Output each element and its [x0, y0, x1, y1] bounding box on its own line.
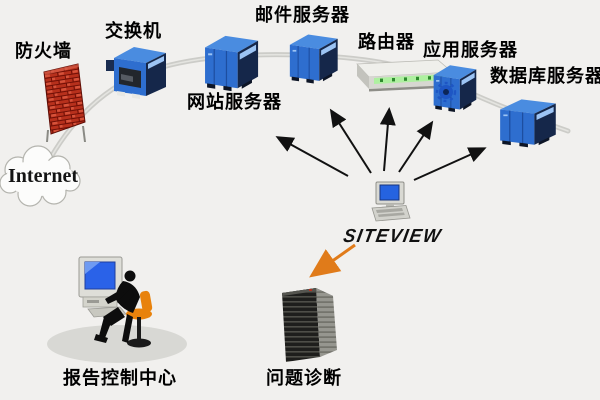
siteview-logo: SITEVIEW: [341, 225, 444, 247]
brick-wall-icon: [43, 63, 86, 142]
web-server-icon: [204, 35, 259, 92]
diagnosis-label: 问题诊断: [266, 368, 342, 388]
arrow-to-router: [379, 107, 396, 172]
firewall-label: 防火墙: [15, 41, 72, 61]
mail-server-label: 邮件服务器: [255, 5, 350, 25]
switch-device-icon: [106, 47, 166, 99]
db-server-icon: [499, 98, 557, 148]
arrow-to-web-server: [275, 136, 349, 177]
arrow-to-diagnosis: [309, 243, 356, 278]
app-server-label: 应用服务器: [423, 40, 518, 60]
operator-at-workstation-icon: [47, 256, 187, 363]
person-silhouette: [94, 270, 140, 343]
internet-label: Internet: [8, 165, 78, 187]
floor-shadow: [47, 325, 187, 363]
desktop-computer-icon: [371, 181, 411, 222]
gear-icon: [435, 81, 457, 103]
arrow-to-mail-server: [329, 108, 372, 174]
cloud-icon: [0, 145, 81, 207]
monitor-arrows: [275, 107, 487, 181]
web-server-label: 网站服务器: [187, 92, 282, 112]
arrow-to-db-server: [413, 147, 487, 181]
switch-label: 交换机: [105, 21, 162, 41]
arrow-to-app-server: [398, 120, 434, 173]
flat-router-icon: [356, 59, 454, 92]
router-label: 路由器: [358, 32, 415, 52]
server-tower-icon: [282, 288, 337, 362]
db-server-label: 数据库服务器: [490, 66, 600, 86]
report-center-label: 报告控制中心: [63, 368, 177, 388]
mail-server-icon: [289, 33, 339, 85]
